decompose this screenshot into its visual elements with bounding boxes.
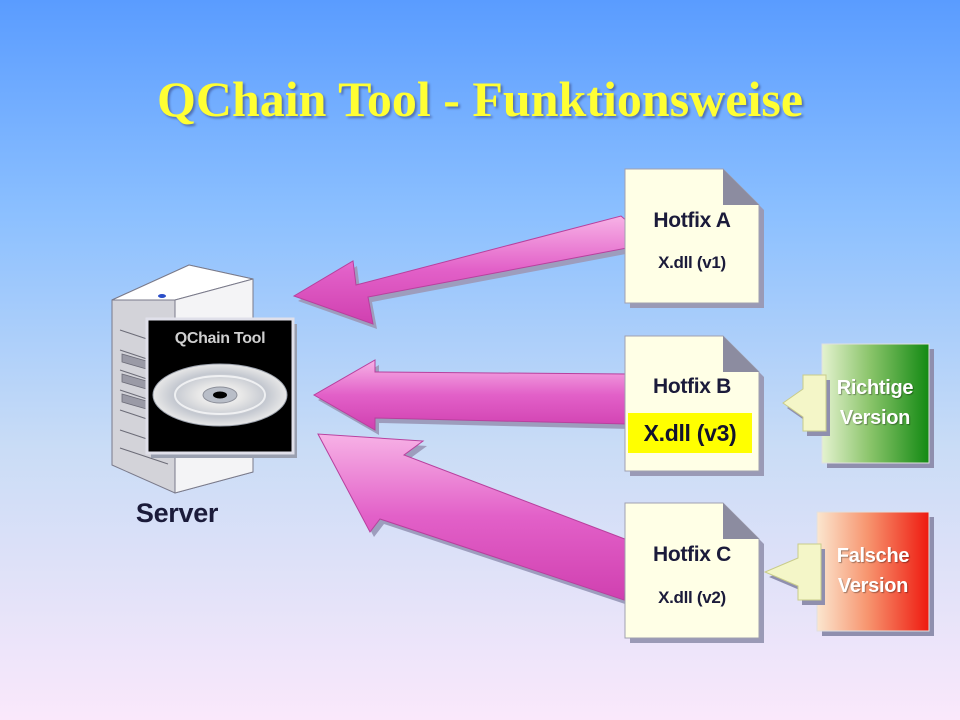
hotfix-b-document-icon [624, 335, 764, 476]
falsche-version-line2: Version [837, 575, 909, 597]
hotfix-b-dll-highlight: X.dll (v3) [628, 413, 752, 453]
falsche-version-line1: Falsche [836, 545, 910, 567]
richtige-version-line2: Version [839, 407, 911, 429]
arrow-hotfix-b [312, 359, 631, 435]
hotfix-a-title: Hotfix A [653, 209, 731, 232]
arrow-hotfix-a [292, 215, 632, 329]
hotfix-a-dll: X.dll (v1) [658, 253, 726, 272]
qchain-cd-icon [145, 317, 297, 458]
richtige-version-line1: Richtige [836, 377, 914, 399]
richtige-version-tag [782, 343, 934, 468]
server-label: Server [135, 498, 219, 528]
hotfix-c-title: Hotfix C [652, 543, 732, 566]
hotfix-c-document-icon [624, 502, 764, 643]
hotfix-b-title: Hotfix B [652, 375, 732, 398]
hotfix-a-document-icon [624, 168, 764, 308]
arrow-hotfix-c [317, 433, 634, 605]
qchain-tool-label: QChain Tool [174, 330, 266, 347]
falsche-version-label: Falsche Version [818, 541, 928, 601]
richtige-version-label: Richtige Version [820, 373, 930, 433]
falsche-version-tag [763, 511, 934, 636]
hotfix-c-dll: X.dll (v2) [658, 588, 726, 607]
slide-title: QChain Tool - Funktionsweise [156, 71, 804, 127]
